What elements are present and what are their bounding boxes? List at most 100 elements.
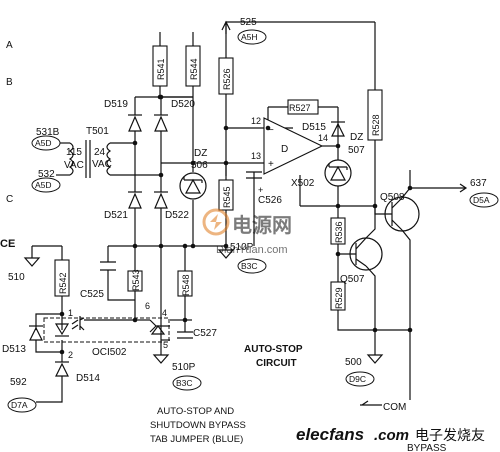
label-637: 637 <box>470 178 487 189</box>
ground-symbols: 510P 510 510P 500 <box>8 242 384 373</box>
row-label-c: C <box>6 194 13 205</box>
label-d514: D514 <box>76 373 100 384</box>
diode-d515 <box>331 122 345 137</box>
tag-b3c-top <box>237 258 267 274</box>
label-r548: R548 <box>181 274 191 296</box>
caption-bypass-2: SHUTDOWN BYPASS <box>150 420 246 431</box>
pin-13: 13 <box>251 151 261 161</box>
resistor-r536 <box>330 217 346 245</box>
label-r541: R541 <box>156 58 166 80</box>
resistors: R541 R544 R526 R527 R528 R545 R536 R529 … <box>54 45 383 311</box>
pin-14: 14 <box>318 133 328 143</box>
label-532: 532 <box>38 169 55 180</box>
resistor-r526 <box>218 57 234 95</box>
pin-5: 5 <box>163 340 168 350</box>
watermarks: 电源网 DianYuan.com elecfans .com 电子发烧友 <box>202 208 485 444</box>
diode-d519 <box>128 115 142 132</box>
label-vac-secondary: VAC <box>92 159 112 170</box>
resistor-r548 <box>177 270 193 297</box>
label-500: 500 <box>345 357 362 368</box>
label-oci502: OCI502 <box>92 347 127 358</box>
svg-text:B3C: B3C <box>241 261 258 271</box>
tag-b3c-bottom <box>172 375 202 391</box>
svg-text:B3C: B3C <box>176 378 193 388</box>
diode-d513 <box>29 326 43 341</box>
resistor-r541 <box>152 45 168 87</box>
label-opamp: D <box>281 144 288 155</box>
transistor-q508 <box>384 196 420 232</box>
label-d522: D522 <box>165 210 189 221</box>
optocoupler-oci502: OCI502 1 2 4 5 6 <box>43 301 170 360</box>
pin-12: 12 <box>251 116 261 126</box>
label-525: 525 <box>240 17 257 28</box>
label-com: COM <box>383 402 406 413</box>
label-x502: X502 <box>291 178 315 189</box>
label-bypass: BYPASS <box>407 443 447 452</box>
captions: AUTO-STOP CIRCUIT AUTO-STOP AND SHUTDOWN… <box>150 330 447 452</box>
tag-d5a <box>469 192 499 208</box>
dianyuan-logo-icon <box>202 208 230 236</box>
label-r543: R543 <box>131 269 141 291</box>
transformer-t501: T501 115 VAC 24 VAC <box>64 126 112 178</box>
watermark-brand-cn: 电子发烧友 <box>415 427 485 443</box>
label-c525: C525 <box>80 289 104 300</box>
pin-6: 6 <box>145 301 150 311</box>
row-label-b: B <box>6 77 13 88</box>
cap-c525 <box>100 261 116 271</box>
svg-text:A5D: A5D <box>35 138 52 148</box>
label-r542: R542 <box>58 272 68 294</box>
label-d515: D515 <box>302 122 326 133</box>
label-r529: R529 <box>334 287 344 309</box>
label-510: 510 <box>8 272 25 283</box>
label-dz507-a: DZ <box>350 132 363 143</box>
resistor-r529 <box>330 281 346 311</box>
capacitors: + C526 C525 C527 <box>80 171 282 339</box>
label-510p-top: 510P <box>230 242 254 253</box>
label-d521: D521 <box>104 210 128 221</box>
diodes: D519 D520 D521 D522 DZ 506 D515 DZ 507 D… <box>2 99 365 384</box>
label-531b: 531B <box>36 127 60 138</box>
transistors: Q508 Q507 <box>340 192 420 285</box>
label-r527: R527 <box>289 103 311 113</box>
resistor-r527 <box>287 99 319 115</box>
ground-510p-bottom <box>152 354 170 364</box>
tag-d9c <box>345 371 375 387</box>
label-q508: Q508 <box>380 192 405 203</box>
opamp-minus: − <box>268 125 274 136</box>
caption-autostop-1: AUTO-STOP <box>244 344 303 355</box>
cap-c527 <box>177 331 193 339</box>
caption-autostop-2: CIRCUIT <box>256 358 297 369</box>
caption-bypass-3: TAB JUMPER (BLUE) <box>150 434 243 445</box>
watermark-dianyuan-cn: 电源网 <box>232 214 292 237</box>
ground-510p-top <box>217 246 235 259</box>
watermark-brand: elecfans <box>296 425 364 444</box>
tag-a5d-bottom <box>31 177 61 193</box>
watermark-dianyuan-en: DianYuan.com <box>216 244 288 256</box>
reference-tags: A5D A5D A5H D5A B3C B3C D9C D7A <box>7 29 499 413</box>
label-115: 115 <box>66 147 82 158</box>
resistor-r545 <box>218 179 234 211</box>
watermark-brand-domain: .com <box>374 427 409 444</box>
svg-text:A5H: A5H <box>241 32 258 42</box>
label-r528: R528 <box>371 114 381 136</box>
tag-a5h <box>237 29 267 45</box>
arrow-637 <box>458 183 468 193</box>
tag-a5d-top <box>31 135 61 151</box>
zener-dz506 <box>179 172 207 200</box>
svg-text:D5A: D5A <box>473 195 490 205</box>
label-dz506-a: DZ <box>194 148 207 159</box>
ground-500 <box>366 354 384 364</box>
label-vac-primary: VAC <box>64 160 84 171</box>
label-d520: D520 <box>171 99 195 110</box>
label-c526: C526 <box>258 195 282 206</box>
label-q507: Q507 <box>340 274 365 285</box>
label-510p-bottom: 510P <box>172 362 196 373</box>
diode-d522 <box>154 192 168 209</box>
row-label-a: A <box>6 40 13 51</box>
resistor-r543 <box>127 270 143 292</box>
label-r545: R545 <box>222 186 232 208</box>
label-r544: R544 <box>189 58 199 80</box>
label-t501: T501 <box>86 126 109 137</box>
pin-1: 1 <box>68 308 73 318</box>
